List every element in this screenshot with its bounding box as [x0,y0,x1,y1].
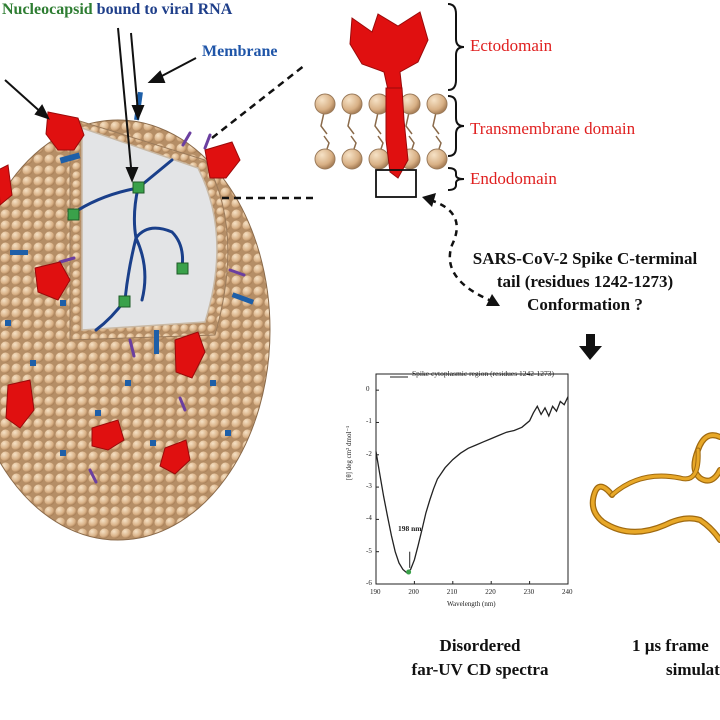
brace-endodomain [447,167,465,191]
endodomain-box [375,169,417,198]
bound-to-text: bound to [92,1,162,18]
x-tick-label: 190 [370,588,381,596]
chart-x-label: Wavelength (nm) [447,600,496,608]
conformation-question: SARS-CoV-2 Spike C-terminal tail (residu… [440,247,720,316]
lipid-bilayer [314,93,448,170]
md-simulation-trace [589,432,720,543]
spike-zoom [314,3,465,198]
nucleocapsid-icon [118,295,131,308]
x-tick-label: 230 [523,588,535,596]
zoom-lines [211,64,318,200]
virion [0,117,271,541]
peak-marker [406,569,412,575]
spike-icon [159,439,191,475]
curved-arrow [422,193,500,306]
y-tick-label: 0 [366,385,370,394]
spike-ectodomain-shape [349,11,429,91]
nucleocapsid-icon [132,181,145,194]
down-arrow-icon [579,334,602,360]
md-caption-line-2: simulati [666,660,720,679]
question-line-3: Conformation ? [527,295,643,314]
spike-icon [5,379,35,429]
cd-caption-line-2: far-UV CD spectra [411,660,549,679]
chart-legend: Spike cytoplasmic region (residues 1242-… [412,369,555,378]
y-tick-label: -5 [366,546,372,555]
spike-icon [0,164,13,206]
y-tick-label: -1 [366,417,372,426]
cd-caption: Disordered far-UV CD spectra [395,634,565,682]
brace-transmembrane [447,95,465,157]
transmembrane-label: Transmembrane domain [470,119,636,138]
spike-icon [91,419,125,451]
y-tick-label: -2 [366,449,372,458]
envelope-proteins [58,131,246,484]
chart-y-label: [θ] deg cm² dmol⁻¹ [345,425,353,480]
x-tick-label: 220 [485,588,496,596]
spike-icon [204,141,241,179]
y-tick-label: -4 [366,514,372,523]
nucleocapsid-icon [176,262,189,275]
nucleocapsid-icon [67,208,80,221]
chart-annotation: 198 nm [398,524,422,533]
ectodomain-label: Ectodomain [470,36,553,55]
nucleocapsid-text: Nucleocapsid [2,1,93,18]
chart-frame [375,373,569,585]
spike-icon [34,261,71,301]
x-tick-label: 210 [446,588,458,596]
x-tick-label: 240 [562,588,573,596]
spike-stalk-shape [385,87,409,179]
question-line-1: SARS-CoV-2 Spike C-terminal [472,249,698,268]
nucleocapsid-markers [67,181,189,308]
cd-spectrum-chart [375,373,569,585]
y-tick-label: -6 [366,579,372,587]
spike-icon [45,111,85,151]
spike-icon [174,331,206,379]
md-caption-line-1: 1 µs frame [632,636,709,655]
cd-caption-line-1: Disordered [439,636,521,655]
virion-spikes [0,111,241,475]
nucleocapsid-rna-label: Nucleocapsid bound to viral RNA [2,1,232,19]
x-tick-label: 200 [408,588,419,596]
brace-ectodomain [447,3,465,91]
md-caption: 1 µs frame simulati [632,634,720,682]
label-arrows [4,27,197,183]
membrane-label: Membrane [202,43,278,60]
viral-rna-text: viral RNA [161,1,233,18]
endodomain-label: Endodomain [470,169,557,188]
cd-series-line [375,396,569,574]
question-line-2: tail (residues 1242-1273) [496,272,674,291]
y-tick-label: -3 [366,482,372,491]
